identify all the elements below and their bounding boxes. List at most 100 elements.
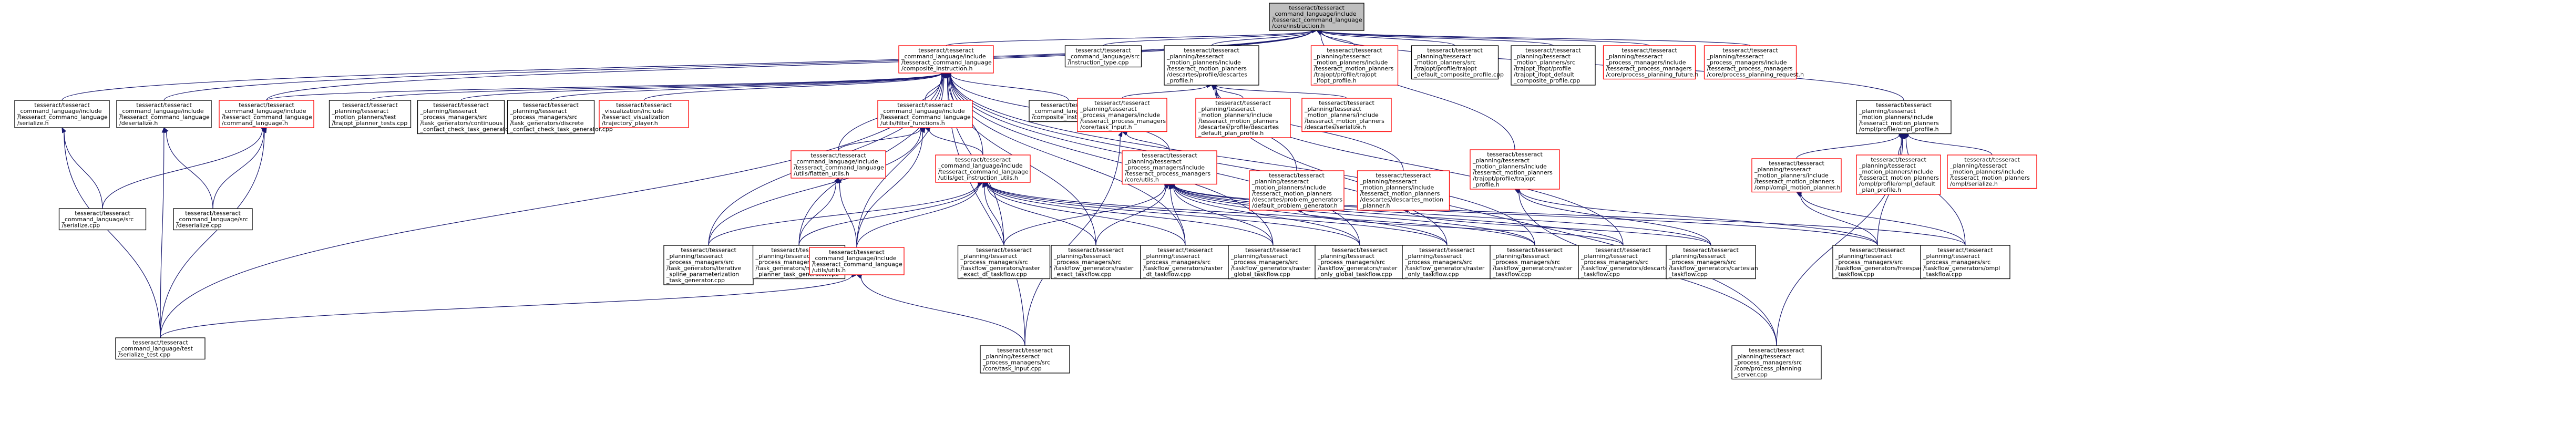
node-label-line: tesseract/tesseract — [1683, 247, 1739, 254]
node-descmotion[interactable]: tesseract/tesseract_planning/tesseract_m… — [1357, 170, 1450, 211]
node-serializeh[interactable]: tesseract/tesseract_command_language/inc… — [14, 100, 110, 128]
node-label-line: /task_generators/motion — [756, 265, 827, 272]
node-contcheck[interactable]: tesseract/tesseract_planning/tesseract_p… — [417, 100, 523, 135]
node-label-line: /tesseract_motion_planners — [1859, 120, 1939, 127]
node-label-line: tesseract/tesseract — [1525, 47, 1581, 54]
node-rasterdt[interactable]: tesseract/tesseract_planning/tesseract_p… — [1140, 245, 1230, 280]
edge-trajopttests-to-composite — [370, 73, 942, 101]
edge-serializecpp-to-cmdlangh — [102, 129, 263, 209]
node-rasteronlyglobal[interactable]: tesseract/tesseract_planning/tesseract_p… — [1315, 245, 1405, 280]
node-box — [417, 100, 505, 135]
node-omplserialize[interactable]: tesseract/tesseract_planning/tesseract_m… — [1947, 154, 2037, 189]
node-freespacetf[interactable]: tesseract/tesseract_planning/tesseract_p… — [1832, 245, 1926, 280]
edge-profileh-to-root — [1211, 30, 1312, 46]
node-serializetest[interactable]: tesseract/tesseract_command_language/tes… — [115, 337, 206, 360]
node-label-line: _ifopt_profile.h — [1313, 77, 1357, 84]
node-trajoptprof[interactable]: tesseract/tesseract_planning/tesseract_m… — [1310, 45, 1399, 86]
node-ifoptdefcomp[interactable]: tesseract/tesseract_planning/tesseract_m… — [1511, 45, 1596, 86]
node-label-line: tesseract/tesseract — [1215, 100, 1271, 107]
node-root[interactable]: tesseract/tesseract_command_language/inc… — [1269, 3, 1364, 31]
edge-arrowhead — [1164, 183, 1171, 189]
node-rasterexactdt[interactable]: tesseract/tesseract_planning/tesseract_p… — [957, 245, 1051, 280]
node-label-line: _planning/tesseract — [510, 108, 568, 115]
node-label-line: _planning/tesseract — [1923, 253, 1980, 260]
node-iterspline[interactable]: tesseract/tesseract_planning/tesseract_p… — [663, 245, 754, 285]
node-composite[interactable]: tesseract/tesseract_command_language/inc… — [898, 45, 994, 74]
node-trajopttests[interactable]: tesseract/tesseract_planning/tesseract_m… — [329, 100, 412, 128]
node-cartesiantf[interactable]: tesseract/tesseract_planning/tesseract_p… — [1666, 245, 1758, 280]
node-label-line: /utils/filter_functions.h — [880, 120, 945, 127]
node-descdefplan[interactable]: tesseract/tesseract_planning/tesseract_m… — [1195, 98, 1291, 138]
node-label-line: _planning/tesseract — [1859, 108, 1916, 115]
node-box — [1051, 245, 1141, 280]
node-rasteronly[interactable]: tesseract/tesseract_planning/tesseract_p… — [1402, 245, 1492, 280]
node-label-line: _planning/tesseract — [666, 253, 724, 260]
node-trajplayer[interactable]: tesseract/tesseract_visualization/includ… — [599, 100, 689, 128]
node-box — [1315, 245, 1405, 280]
node-rasterglobal[interactable]: tesseract/tesseract_planning/tesseract_p… — [1228, 245, 1318, 280]
node-deserializeh[interactable]: tesseract/tesseract_command_language/inc… — [116, 100, 212, 128]
node-serializecpp[interactable]: tesseract/tesseract_command_language/src… — [58, 208, 147, 231]
node-label-line: /tesseract_process_managers — [1125, 170, 1210, 177]
node-deserializecpp[interactable]: tesseract/tesseract_command_language/src… — [173, 208, 253, 231]
edge-rasterexactdt-to-getinstrh — [984, 187, 1004, 246]
edge-arrowhead — [161, 127, 167, 133]
node-label-line: tesseract/tesseract — [616, 102, 672, 109]
edge-rasterglobal-to-coreutilsh — [1173, 187, 1274, 246]
node-omplplanner[interactable]: tesseract/tesseract_planning/tesseract_m… — [1751, 158, 1842, 193]
edge-coreutilsh-to-taskinputh — [1126, 133, 1170, 151]
node-cmdlangh[interactable]: tesseract/tesseract_command_language/inc… — [219, 100, 314, 128]
node-label-line: _planning/tesseract — [960, 253, 1018, 260]
node-label-line: /composite_instruction.h — [901, 65, 972, 72]
node-ompltf[interactable]: tesseract/tesseract_planning/tesseract_p… — [1920, 245, 2010, 280]
node-label-line: tesseract/tesseract — [239, 102, 294, 109]
node-label-line: _planning/tesseract — [1304, 106, 1362, 112]
node-trajoptprofh[interactable]: tesseract/tesseract_planning/tesseract_m… — [1470, 149, 1560, 190]
node-descserialize[interactable]: tesseract/tesseract_planning/tesseract_m… — [1301, 98, 1392, 132]
node-label-line: tesseract/tesseract — [976, 247, 1032, 254]
node-procplanfuture[interactable]: tesseract/tesseract_planning/tesseract_p… — [1603, 45, 1699, 80]
node-box — [980, 345, 1070, 374]
node-coreutilsh[interactable]: tesseract/tesseract_planning/tesseract_p… — [1122, 150, 1217, 185]
node-trajoptdefcomp[interactable]: tesseract/tesseract_planning/tesseract_m… — [1411, 45, 1504, 80]
node-label-line: /taskflow_generators/raster — [1493, 265, 1573, 272]
node-label-line: tesseract/tesseract — [1964, 157, 2020, 163]
node-label-line: tesseract/tesseract — [1419, 247, 1475, 254]
node-taskinputcpp[interactable]: tesseract/tesseract_planning/tesseract_p… — [980, 345, 1070, 374]
node-utilsh[interactable]: tesseract/tesseract_command_language/inc… — [809, 247, 905, 275]
node-label-line: _planning/tesseract — [1492, 253, 1550, 260]
node-descartestf[interactable]: tesseract/tesseract_planning/tesseract_p… — [1578, 245, 1672, 280]
node-rastertf[interactable]: tesseract/tesseract_planning/tesseract_p… — [1490, 245, 1580, 280]
node-taskinputh[interactable]: tesseract/tesseract_planning/tesseract_p… — [1077, 98, 1167, 132]
node-label-line: /command_language.h — [222, 120, 288, 127]
edge-deserializeh-to-root — [163, 30, 1312, 101]
node-instrtype[interactable]: tesseract/tesseract_command_language/src… — [1064, 45, 1142, 68]
node-getinstrh[interactable]: tesseract/tesseract_command_language/inc… — [935, 154, 1031, 183]
node-label-line: /tesseract_command_language — [17, 114, 108, 121]
edge-serializecpp-to-serializeh — [64, 132, 103, 209]
node-descprobgen[interactable]: tesseract/tesseract_planning/tesseract_m… — [1249, 170, 1345, 211]
node-box — [1731, 345, 1822, 380]
node-procplanrequest[interactable]: tesseract/tesseract_planning/tesseract_p… — [1703, 45, 1804, 80]
node-label-line: _command_language/include — [793, 158, 878, 165]
node-flattenh[interactable]: tesseract/tesseract_command_language/inc… — [791, 150, 886, 179]
node-profileh[interactable]: tesseract/tesseract_planning/tesseract_m… — [1164, 45, 1259, 86]
node-label-line: _profile.h — [1472, 181, 1500, 188]
node-label-line: _planning/tesseract — [1080, 106, 1137, 112]
node-label-line: _taskflow.cpp — [1492, 271, 1532, 278]
node-label-line: tesseract/tesseract — [1376, 172, 1431, 179]
node-omplprof[interactable]: tesseract/tesseract_planning/tesseract_m… — [1856, 100, 1952, 135]
edge-rasteronlyglobal-to-coreutilsh — [1173, 185, 1360, 246]
node-box — [116, 100, 212, 128]
node-label-line: tesseract/tesseract — [1487, 151, 1543, 158]
node-label-line: /ompl/ompl_motion_planner.h — [1754, 184, 1840, 191]
node-label-line: /tesseract_motion_planners — [1473, 169, 1553, 176]
node-rasterexact[interactable]: tesseract/tesseract_planning/tesseract_p… — [1051, 245, 1141, 280]
node-label-line: tesseract/tesseract — [132, 339, 188, 346]
node-procplanserver[interactable]: tesseract/tesseract_planning/tesseract_p… — [1731, 345, 1822, 380]
node-ompldefplan[interactable]: tesseract/tesseract_planning/tesseract_m… — [1856, 154, 1941, 195]
node-label-line: _server.cpp — [1734, 371, 1768, 378]
node-discheck[interactable]: tesseract/tesseract_planning/tesseract_p… — [507, 100, 613, 135]
node-filterfunc[interactable]: tesseract/tesseract_command_language/inc… — [877, 100, 973, 128]
